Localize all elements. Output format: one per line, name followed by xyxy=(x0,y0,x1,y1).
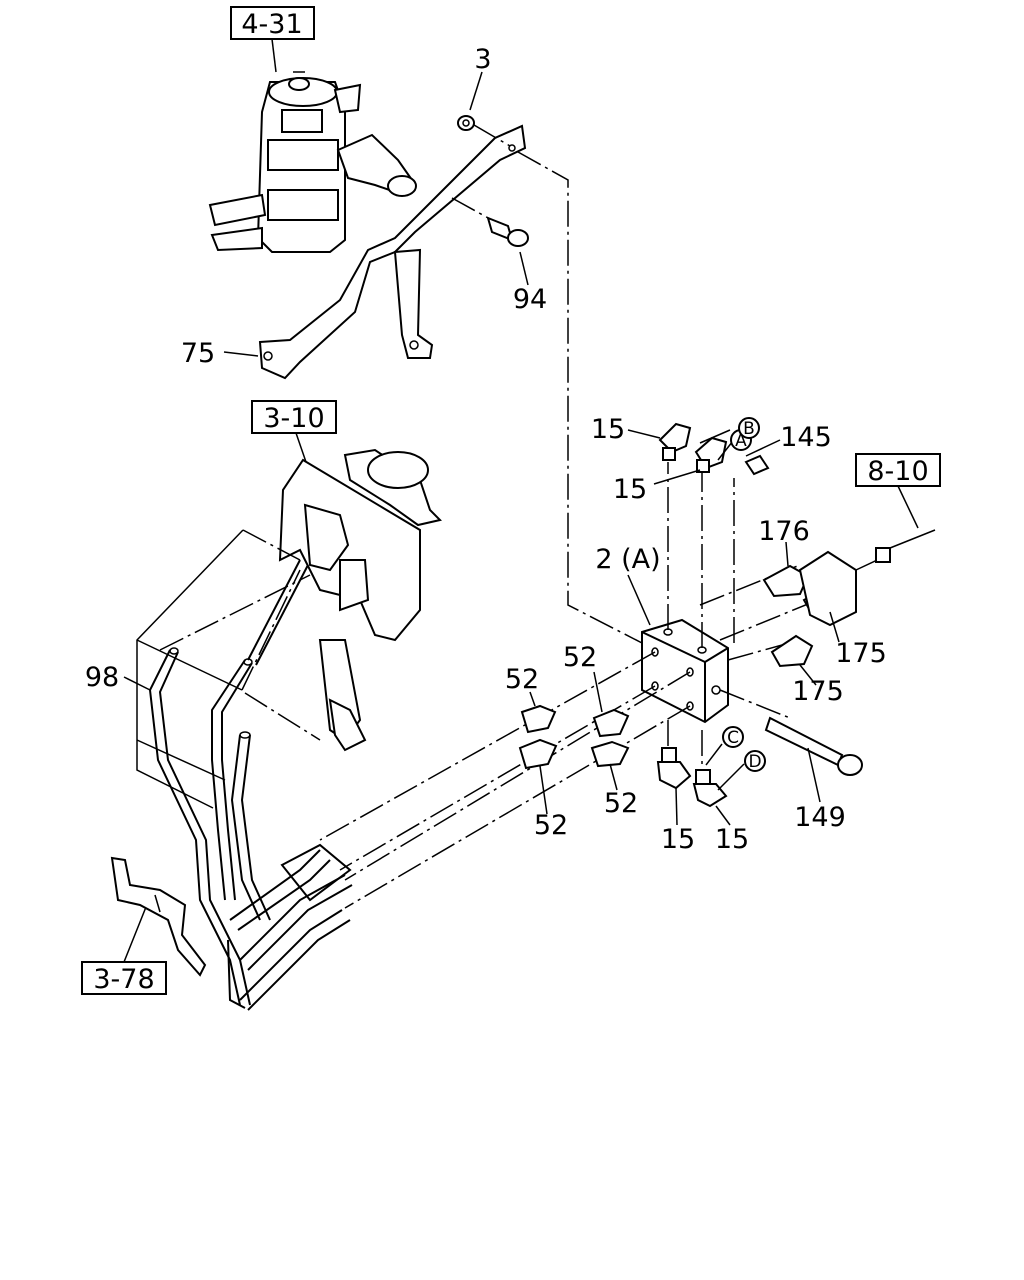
ref-8-10-label: 8-10 xyxy=(867,456,928,487)
bracket-75 xyxy=(258,124,527,380)
label-52-a: 52 xyxy=(505,664,539,695)
ref-box-8-10[interactable]: 8-10 xyxy=(855,453,941,529)
label-145: 145 xyxy=(780,422,832,453)
label-3: 3 xyxy=(474,44,491,75)
union-52-a xyxy=(520,704,557,734)
ref-3-10-label: 3-10 xyxy=(263,403,324,434)
circle-b-label: B xyxy=(743,419,755,439)
label-52-d: 52 xyxy=(604,788,638,819)
label-175-b: 175 xyxy=(792,676,844,707)
label-98: 98 xyxy=(85,662,119,693)
label-176: 176 xyxy=(758,516,810,547)
sensor-175-b xyxy=(770,634,814,668)
ref-4-31-label: 4-31 xyxy=(241,9,302,40)
ref-box-4-31[interactable]: 4-31 xyxy=(230,6,315,73)
reference-frame-98 xyxy=(136,529,321,809)
ref-3-78-label: 3-78 xyxy=(93,964,154,995)
leader-lines xyxy=(123,71,840,826)
label-2-a: 2 (A) xyxy=(595,544,660,575)
label-52-b: 52 xyxy=(563,642,597,673)
label-15-top-b: 15 xyxy=(613,474,647,505)
label-15-bottom-b: 15 xyxy=(715,824,749,855)
label-15-bottom-a: 15 xyxy=(661,824,695,855)
circle-marker-d: D xyxy=(744,750,766,772)
plug-145 xyxy=(744,454,770,476)
label-175-a: 175 xyxy=(835,638,887,669)
bolt-94 xyxy=(451,197,529,247)
circle-d-label: D xyxy=(748,752,761,772)
ref-box-3-10[interactable]: 3-10 xyxy=(251,400,337,463)
ref-box-3-78[interactable]: 3-78 xyxy=(81,901,167,995)
label-94: 94 xyxy=(513,284,547,315)
pump-assembly-4-31 xyxy=(208,71,417,253)
harness-bracket xyxy=(798,550,857,627)
circle-c-label: C xyxy=(727,728,739,748)
union-52-d xyxy=(590,740,630,768)
circle-marker-b: B xyxy=(738,417,760,439)
elbow-fitting-15-bottom-b xyxy=(692,769,728,808)
label-75: 75 xyxy=(181,338,215,369)
elbow-fitting-15-bottom-a xyxy=(656,747,692,790)
pipe-bundle-98 xyxy=(148,559,353,1011)
elbow-fitting-15-top-b xyxy=(694,436,728,473)
clip-3-78 xyxy=(110,856,207,977)
part-labels: 3 94 75 98 15 15 145 176 2 (A) 175 175 5… xyxy=(85,44,887,855)
connector-8-10 xyxy=(875,529,936,563)
label-149: 149 xyxy=(794,802,846,833)
label-52-c: 52 xyxy=(534,810,568,841)
circle-marker-c: C xyxy=(722,726,744,748)
label-15-top-a: 15 xyxy=(591,414,625,445)
junction-block-2 xyxy=(641,618,729,724)
bolt-149 xyxy=(764,716,863,776)
nut-3 xyxy=(457,115,511,147)
union-52-b xyxy=(592,708,630,738)
union-52-c xyxy=(518,738,558,770)
elbow-fitting-15-top-a xyxy=(658,422,692,461)
valve-assembly-3-10 xyxy=(278,448,442,752)
